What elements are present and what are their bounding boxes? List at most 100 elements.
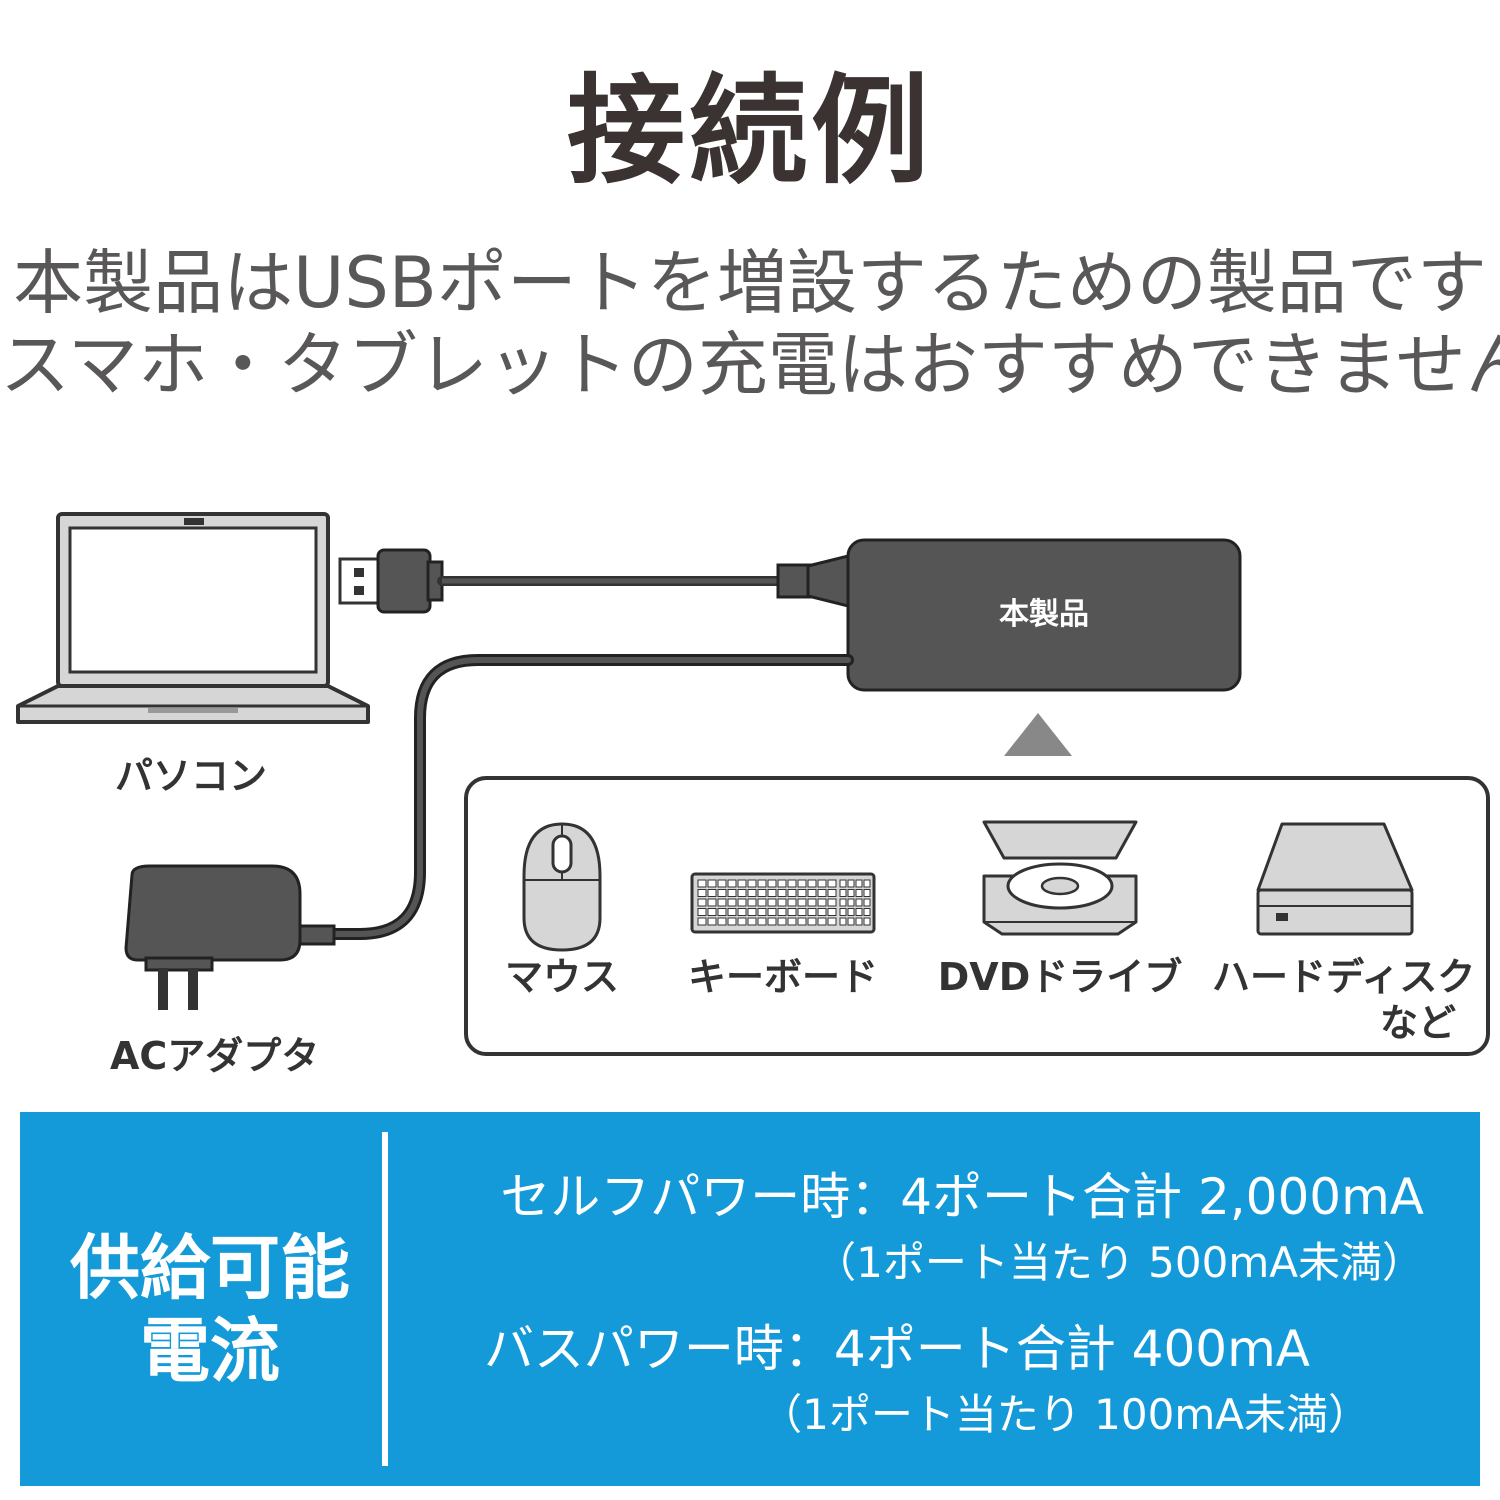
keyboard-key [797, 898, 807, 907]
subtitle-line-1: 本製品はUSBポートを増設するための製品です [13, 242, 1487, 324]
keyboard-key [777, 898, 787, 907]
keyboard-key [767, 889, 777, 897]
pc-label: パソコン [115, 754, 268, 798]
keyboard-key [717, 889, 727, 897]
keyboard-key [757, 879, 767, 888]
keyboard-key [767, 898, 777, 907]
keyboard-key [839, 879, 847, 888]
bus-power-spec: バスパワー時：4ポート合計 400mA [483, 1320, 1310, 1378]
keyboard-key [855, 908, 863, 916]
keyboard-key [863, 908, 871, 916]
keyboard-key [777, 879, 787, 888]
hard-disk-icon [1256, 822, 1414, 936]
keyboard-key [757, 908, 767, 916]
keyboard-key [847, 898, 855, 907]
keyboard-key [827, 908, 837, 916]
keyboard-key [697, 889, 707, 897]
device-label-mouse: マウス [504, 955, 619, 999]
keyboard-key [817, 908, 827, 916]
keyboard-key [807, 879, 817, 888]
supply-heading-line-1: 供給可能 [70, 1227, 350, 1309]
keyboard-key [707, 908, 717, 916]
device-label-keyboard: キーボード [687, 955, 878, 999]
keyboard-key [747, 898, 757, 907]
keyboard-key [767, 917, 777, 926]
keyboard-key [817, 898, 827, 907]
keyboard-key [839, 889, 847, 897]
keyboard-key [863, 889, 871, 897]
usb-plug-icon [338, 548, 444, 614]
keyboard-key [863, 917, 871, 926]
keyboard-key [737, 917, 747, 926]
keyboard-key [737, 898, 747, 907]
device-label-hdd: ハードディスク [1212, 955, 1476, 999]
device-label-dvd: DVDドライブ [937, 955, 1183, 999]
keyboard-key [727, 889, 737, 897]
keyboard-key [697, 879, 707, 888]
keyboard-key [847, 917, 855, 926]
keyboard-key [847, 879, 855, 888]
keyboard-key [737, 879, 747, 888]
keyboard-key [847, 908, 855, 916]
keyboard-key [697, 917, 707, 926]
keyboard-key [747, 908, 757, 916]
connection-diagram [16, 512, 1490, 1056]
keyboard-key [863, 879, 871, 888]
keyboard-key [855, 898, 863, 907]
keyboard-key [727, 898, 737, 907]
keyboard-key [767, 908, 777, 916]
usb-hub-body [846, 538, 1242, 692]
keyboard-key [797, 917, 807, 926]
keyboard-key [707, 879, 717, 888]
keyboard-key [839, 908, 847, 916]
subtitle-line-2: スマホ・タブレットの充電はおすすめできません [0, 324, 1500, 406]
keyboard-key [697, 908, 707, 916]
keyboard-key [717, 879, 727, 888]
keyboard-key [717, 898, 727, 907]
keyboard-key [737, 908, 747, 916]
keyboard-key [727, 917, 737, 926]
page-title: 接続例 [566, 62, 933, 200]
ac-adapter-label: ACアダプタ [110, 1034, 320, 1078]
self-power-note: （1ポート当たり 500mA未満） [814, 1238, 1424, 1287]
keyboard-key [787, 908, 797, 916]
keyboard-key [855, 889, 863, 897]
keyboard-key [807, 889, 817, 897]
keyboard-key [787, 898, 797, 907]
keyboard-key [817, 917, 827, 926]
up-arrow-icon [1004, 713, 1072, 756]
supply-heading: 供給可能 電流 [60, 1227, 360, 1392]
bus-power-note: （1ポート当たり 100mA未満） [760, 1390, 1370, 1439]
keyboard-key [807, 917, 817, 926]
keyboard-key [787, 879, 797, 888]
keyboard-key [807, 908, 817, 916]
keyboard-key [827, 879, 837, 888]
keyboard-key [855, 917, 863, 926]
keyboard-key [797, 908, 807, 916]
keyboard-key [717, 917, 727, 926]
keyboard-icon [690, 872, 876, 934]
keyboard-key [747, 917, 757, 926]
keyboard-key [797, 889, 807, 897]
mouse-icon [522, 822, 602, 952]
keyboard-key [787, 917, 797, 926]
keyboard-key [767, 879, 777, 888]
supply-heading-line-2: 電流 [140, 1309, 280, 1392]
keyboard-key [839, 917, 847, 926]
keyboard-key [827, 917, 837, 926]
ac-adapter-icon [124, 864, 336, 1010]
keyboard-key [847, 889, 855, 897]
hub-label: 本製品 [999, 597, 1089, 632]
keyboard-key [817, 889, 827, 897]
keyboard-key [807, 898, 817, 907]
keyboard-key [787, 889, 797, 897]
keyboard-key [747, 889, 757, 897]
keyboard-key [777, 908, 787, 916]
keyboard-key [777, 889, 787, 897]
keyboard-key [827, 889, 837, 897]
device-box [464, 776, 1490, 1056]
panel-divider [382, 1132, 388, 1466]
laptop-icon [16, 512, 370, 724]
keyboard-key [707, 889, 717, 897]
keyboard-key [777, 917, 787, 926]
